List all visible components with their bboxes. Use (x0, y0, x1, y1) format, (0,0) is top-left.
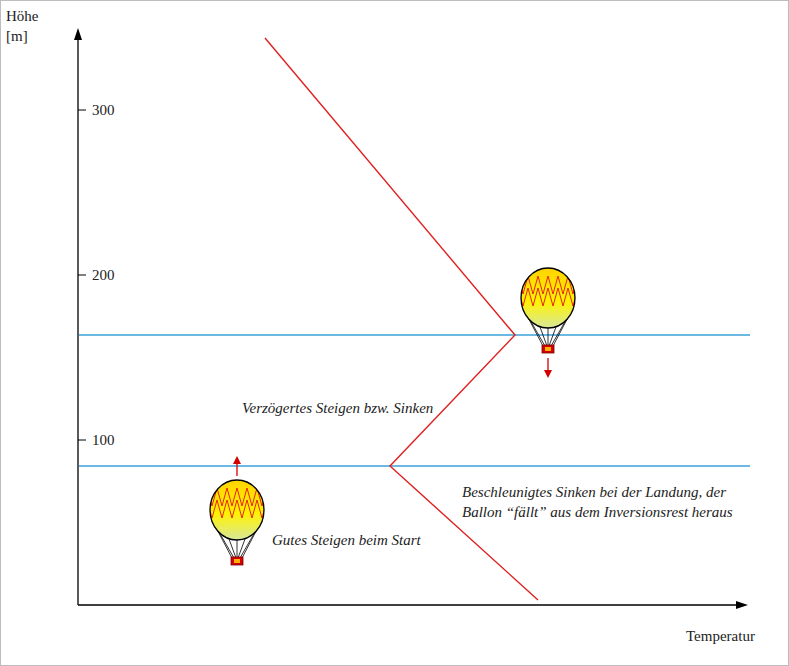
inversion-top-line (79, 334, 750, 335)
axis-title: Temperatur (686, 626, 755, 646)
inversion-bottom-line (79, 465, 750, 466)
axis-title: Höhe (6, 6, 39, 26)
landing-note: Beschleunigtes Sinken bei der Landung, d… (460, 482, 756, 522)
balloon-landing (518, 268, 578, 353)
x-axis-arrow (736, 601, 748, 609)
tick-label: 100 (92, 430, 115, 450)
sink-arrowhead (544, 370, 552, 378)
tick-label: 300 (92, 100, 115, 120)
y-axis-arrow (74, 28, 82, 40)
rise-arrowhead (233, 456, 241, 464)
zone-note: Verzögertes Steigen bzw. Sinken (240, 398, 435, 418)
tick (78, 110, 86, 111)
sink-arrow (547, 358, 548, 372)
rise-arrow (236, 462, 237, 476)
x-axis (78, 604, 738, 605)
tick (78, 440, 86, 441)
y-axis (77, 38, 78, 605)
balloon-start (207, 480, 267, 565)
start-note: Gutes Steigen beim Start (270, 530, 423, 550)
tick-label: 200 (92, 265, 115, 285)
axis-unit: [m] (6, 26, 28, 46)
tick (78, 275, 86, 276)
